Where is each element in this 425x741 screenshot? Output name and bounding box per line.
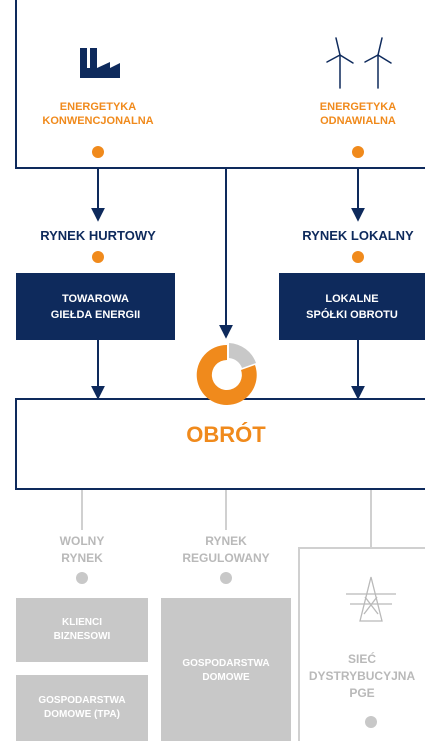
wholesale-market-label: RYNEK HURTOWY	[40, 228, 156, 243]
trading-label: OBRÓT	[186, 422, 266, 447]
wind-turbines-icon	[326, 37, 392, 89]
network-dot	[365, 716, 377, 728]
wholesale-dot	[92, 251, 104, 263]
free-market-dot	[76, 572, 88, 584]
households-tpa-box	[16, 675, 148, 741]
power-pylon-icon	[346, 576, 396, 622]
local-dot	[352, 251, 364, 263]
business-clients-box	[16, 598, 148, 662]
exchange-box	[16, 273, 175, 340]
households-tpa-label: GOSPODARSTWA DOMOWE (TPA)	[38, 695, 126, 720]
regulated-market-label: RYNEK REGULOWANY	[182, 534, 270, 565]
renewable-dot	[352, 146, 364, 158]
local-companies-label: LOKALNE SPÓŁKI OBROTU	[306, 293, 398, 321]
network-box	[298, 547, 425, 741]
sources-box	[15, 0, 425, 169]
factory-icon	[80, 48, 120, 78]
households-box	[161, 598, 291, 741]
renewable-label: ENERGETYKA ODNAWIALNA	[319, 101, 397, 127]
donut-chart-icon	[196, 343, 257, 405]
regulated-market-dot	[220, 572, 232, 584]
exchange-label: TOWAROWA GIEŁDA ENERGII	[50, 293, 141, 321]
free-market-label: WOLNY RYNEK	[59, 534, 105, 565]
local-market-label: RYNEK LOKALNY	[302, 228, 414, 243]
network-label: SIEĆ DYSTRYBUCYJNA PGE	[308, 652, 416, 700]
local-companies-box	[279, 273, 425, 340]
business-clients-label: KLIENCI BIZNESOWI	[53, 617, 111, 642]
households-label: GOSPODARSTWA DOMOWE	[182, 658, 270, 683]
conventional-label: ENERGETYKA KONWENCJONALNA	[42, 101, 154, 127]
conventional-dot	[92, 146, 104, 158]
